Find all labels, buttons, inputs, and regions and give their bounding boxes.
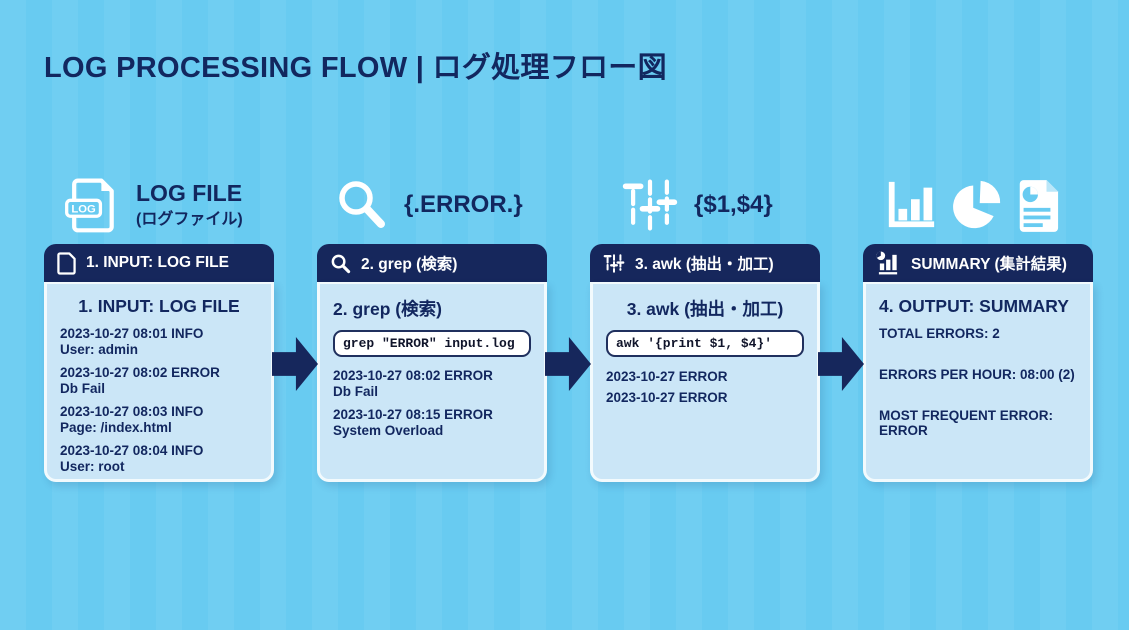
log-entry: 2023-10-27 08:15 ERROR System Overload bbox=[333, 407, 531, 440]
stage2-icon-group: {.ERROR.} bbox=[334, 163, 523, 247]
stage1-card-body: 1. INPUT: LOG FILE 2023-10-27 08:01 INFO… bbox=[44, 282, 274, 482]
stage2-card: 2. grep (検索) 2. grep (検索) grep "ERROR" i… bbox=[317, 244, 547, 482]
log-entry: 2023-10-27 08:03 INFO Page: /index.html bbox=[60, 404, 258, 437]
log-line: 2023-10-27 08:02 ERROR bbox=[60, 364, 220, 380]
stage1-card: 1. INPUT: LOG FILE 1. INPUT: LOG FILE 20… bbox=[44, 244, 274, 482]
log-line: 2023-10-27 ERROR bbox=[606, 369, 728, 384]
stage3-card-body: 3. awk (抽出・加工) awk '{print $1, $4}' 2023… bbox=[590, 282, 820, 482]
stage3-body-title: 3. awk (抽出・加工) bbox=[626, 299, 784, 319]
stat-total-errors: TOTAL ERRORS: 2 bbox=[879, 326, 1000, 341]
log-line: User: admin bbox=[60, 342, 139, 358]
magnifier-icon bbox=[339, 181, 385, 228]
grep-command: grep "ERROR" input.log bbox=[333, 330, 531, 357]
stage2-card-header: 2. grep (検索) bbox=[317, 244, 547, 282]
log-line: Db Fail bbox=[60, 381, 106, 397]
stage2-annotation: {.ERROR.} bbox=[404, 191, 523, 218]
stage1-body-title: 1. INPUT: LOG FILE bbox=[78, 296, 240, 316]
flow-arrow-1 bbox=[272, 337, 318, 391]
stage1-card-header: 1. INPUT: LOG FILE bbox=[44, 244, 274, 282]
stage4-card: SUMMARY (集計結果) 4. OUTPUT: SUMMARY TOTAL … bbox=[863, 244, 1093, 482]
log-line: System Overload bbox=[333, 423, 444, 439]
stage4-card-body: 4. OUTPUT: SUMMARY TOTAL ERRORS: 2 ERROR… bbox=[863, 282, 1093, 482]
stage1-header-label: 1. INPUT: LOG FILE bbox=[86, 254, 229, 271]
log-entry: 2023-10-27 08:04 INFO User: root bbox=[60, 443, 258, 476]
stage1-label-subtitle: (ログファイル) bbox=[136, 211, 243, 229]
log-entry: 2023-10-27 08:02 ERROR Db Fail bbox=[333, 368, 531, 401]
stat-most-frequent-value: ERROR bbox=[879, 423, 928, 438]
stat-errors-per-hour: ERRORS PER HOUR: 08:00 (2) bbox=[879, 367, 1075, 382]
log-line: 2023-10-27 08:01 INFO bbox=[60, 326, 204, 341]
log-line: Db Fail bbox=[333, 384, 379, 400]
stage1-icon-group: LOG LOG FILE (ログファイル) bbox=[62, 163, 243, 247]
stage4-icon-group bbox=[884, 163, 1060, 247]
flow-arrow-3 bbox=[818, 337, 864, 391]
report-icon bbox=[1019, 180, 1059, 232]
stage3-icon-group: {$1,$4} bbox=[620, 163, 773, 247]
stage3-card-header: 3. awk (抽出・加工) bbox=[590, 244, 820, 282]
stage3-card: 3. awk (抽出・加工) 3. awk (抽出・加工) awk '{prin… bbox=[590, 244, 820, 482]
log-line: User: root bbox=[60, 459, 125, 475]
sliders-icon bbox=[603, 253, 625, 273]
stage4-body-title: 4. OUTPUT: SUMMARY bbox=[879, 296, 1069, 316]
stage1-label: LOG FILE (ログファイル) bbox=[136, 179, 243, 230]
magnifier-icon bbox=[331, 254, 351, 273]
bar-chart-icon bbox=[888, 181, 935, 228]
flow-arrow-2 bbox=[545, 337, 591, 391]
log-line: 2023-10-27 08:03 INFO bbox=[60, 403, 204, 419]
sliders-icon bbox=[622, 179, 678, 231]
stat-most-frequent-label: MOST FREQUENT ERROR: bbox=[879, 408, 1053, 423]
log-entry: 2023-10-27 08:02 ERROR Db Fail bbox=[60, 365, 258, 398]
log-line: 2023-10-27 08:02 ERROR bbox=[333, 368, 493, 383]
log-file-icon: LOG bbox=[65, 178, 114, 233]
log-entry: 2023-10-27 08:01 INFO User: admin bbox=[60, 326, 258, 359]
file-icon bbox=[57, 251, 76, 275]
log-line: 2023-10-27 08:04 INFO bbox=[60, 442, 204, 458]
chart-summary-icon bbox=[876, 251, 898, 275]
log-line: Page: /index.html bbox=[60, 420, 172, 436]
stage4-header-label: SUMMARY (集計結果) bbox=[911, 256, 1067, 273]
log-line: 2023-10-27 ERROR bbox=[606, 390, 728, 406]
awk-command: awk '{print $1, $4}' bbox=[606, 330, 804, 357]
log-file-icon-text: LOG bbox=[71, 204, 96, 216]
stage4-card-header: SUMMARY (集計結果) bbox=[863, 244, 1093, 282]
stage2-card-body: 2. grep (検索) grep "ERROR" input.log 2023… bbox=[317, 282, 547, 482]
stage2-body-title: 2. grep (検索) bbox=[333, 299, 442, 319]
page-title: LOG PROCESSING FLOW | ログ処理フロー図 bbox=[44, 52, 667, 84]
stage3-header-label: 3. awk (抽出・加工) bbox=[635, 256, 774, 273]
stage1-label-title: LOG FILE bbox=[136, 179, 243, 206]
pie-chart-icon bbox=[953, 180, 1001, 229]
log-line: 2023-10-27 08:15 ERROR bbox=[333, 406, 493, 422]
stage2-header-label: 2. grep (検索) bbox=[361, 256, 458, 273]
stage3-annotation: {$1,$4} bbox=[694, 191, 773, 218]
